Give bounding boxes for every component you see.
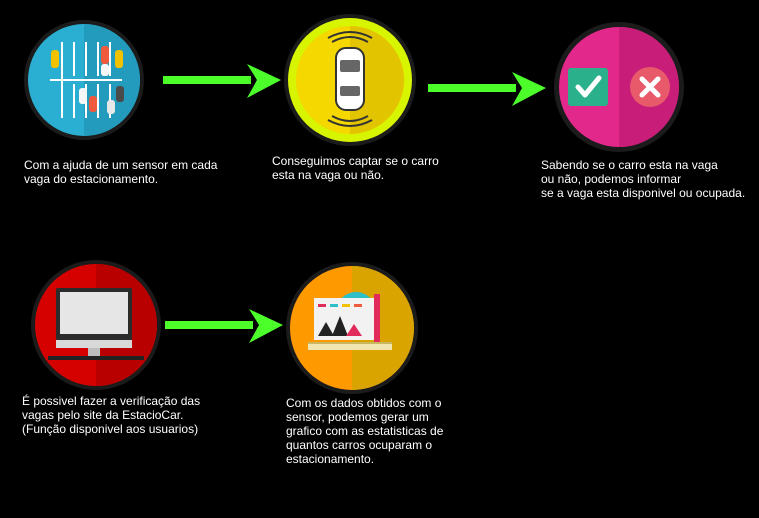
- step-status-text: Sabendo se o carro esta na vaga ou não, …: [541, 158, 746, 200]
- arrow-1-to-2: [163, 62, 281, 105]
- arrow-2-to-3: [428, 70, 546, 113]
- step-sensor-node: [22, 18, 146, 142]
- check-cross-icon: [568, 67, 670, 107]
- step-website-node: [28, 258, 164, 392]
- arrow-4-to-5: [165, 307, 283, 350]
- step-website-text: É possivel fazer a verificação das vagas…: [22, 394, 201, 436]
- step-sensor-text: Com a ajuda de um sensor em cada vaga do…: [24, 158, 218, 186]
- step-status-node: [552, 20, 686, 154]
- chart-board-icon: [308, 292, 392, 350]
- step-capture-node: [282, 12, 418, 148]
- car-sensor-icon: [327, 31, 373, 127]
- step-statistics-node: [284, 260, 420, 396]
- monitor-icon: [48, 288, 144, 360]
- step-statistics-text: Com os dados obtidos com o sensor, podem…: [286, 396, 444, 466]
- step-capture-text: Conseguimos captar se o carro esta na va…: [272, 154, 439, 182]
